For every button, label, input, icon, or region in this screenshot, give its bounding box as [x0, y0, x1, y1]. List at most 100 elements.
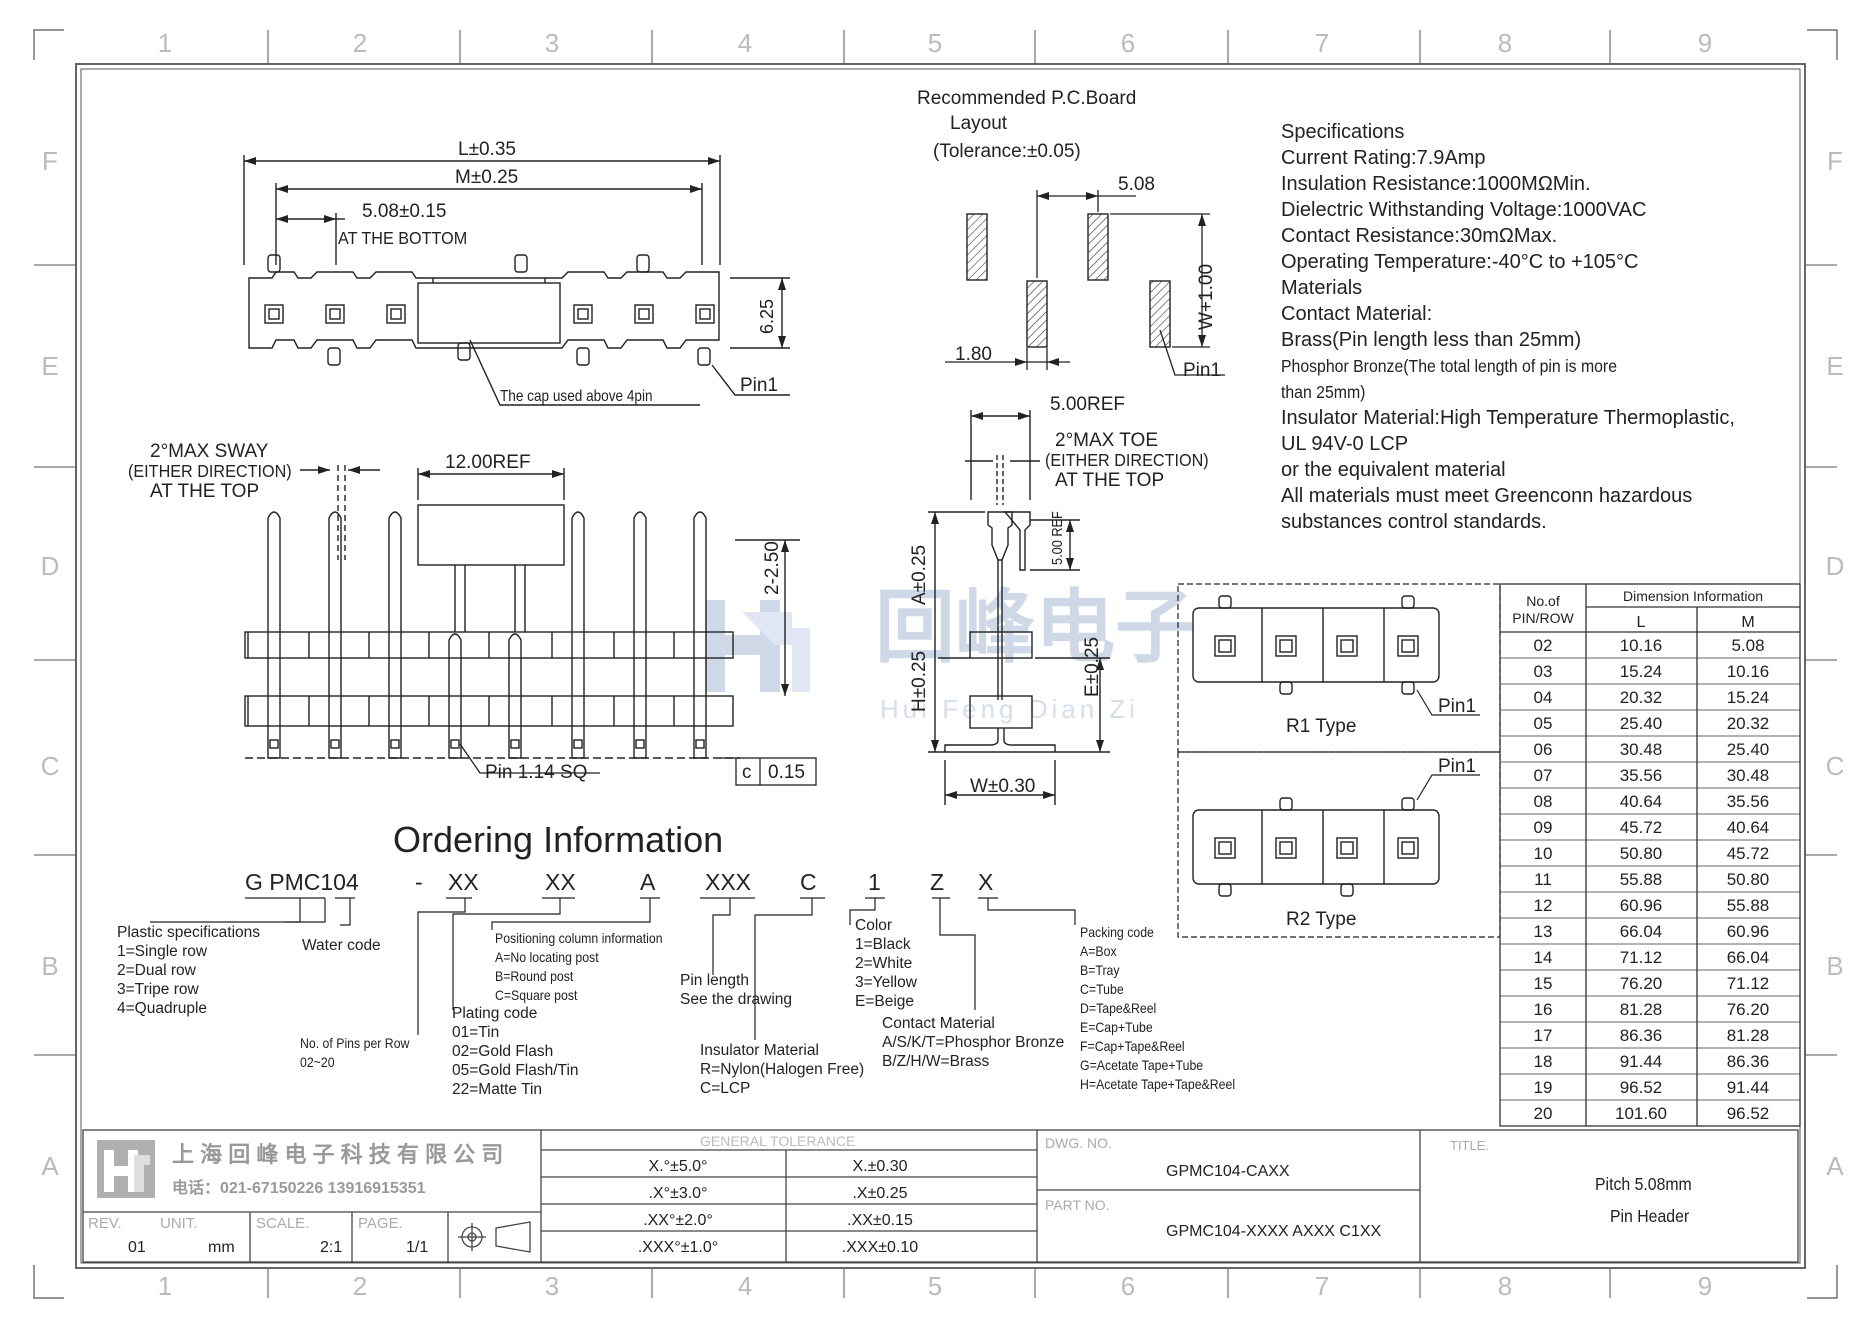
pcb-dim-row: W+1.00	[1196, 264, 1217, 330]
plating-code: Plating code	[452, 1005, 537, 1022]
company-phone: 电话：021-67150226 13916915351	[172, 1178, 426, 1197]
type-pin	[1336, 635, 1358, 657]
sway-1: 2°MAX SWAY	[150, 441, 269, 462]
spec-line: Dielectric Withstanding Voltage:1000VAC	[1281, 199, 1646, 221]
grid-col-bottom: 9	[1698, 1271, 1712, 1301]
grid-col-bottom: 5	[928, 1271, 942, 1301]
plating-code: 01=Tin	[452, 1024, 499, 1041]
color-code: 2=White	[855, 955, 912, 972]
grid-col-top: 9	[1698, 28, 1712, 58]
contact-material: B/Z/H/W=Brass	[882, 1053, 989, 1070]
side-pin	[508, 633, 522, 759]
insulator-material: C=LCP	[700, 1080, 750, 1097]
packing-code: C=Tube	[1080, 981, 1124, 997]
grid-col-bottom: 8	[1498, 1271, 1512, 1301]
ordering-title: Ordering Information	[393, 819, 723, 860]
tolerance-rows: X.°±5.0°X.±0.30.X°±3.0°.X±0.25.XX°±2.0°.…	[638, 1158, 918, 1256]
side-pin	[388, 511, 402, 759]
table-cell-L: 15.24	[1620, 662, 1663, 681]
pin1-label-front: Pin1	[740, 375, 778, 396]
pin-square	[390, 739, 400, 749]
grid-col-top: 2	[353, 28, 367, 58]
end-dim-w: W±0.30	[970, 776, 1035, 797]
grid-col-bottom: 6	[1121, 1271, 1135, 1301]
order-code-part: XXX	[705, 869, 751, 895]
plating-code: 05=Gold Flash/Tin	[452, 1062, 579, 1079]
table-cell-pins: 19	[1534, 1078, 1553, 1097]
pin-square	[635, 739, 645, 749]
end-dim-h: H±0.25	[909, 651, 930, 712]
side-view-pins	[247, 511, 707, 759]
table-cell-L: 71.12	[1620, 948, 1663, 967]
scale-value: 2:1	[320, 1239, 342, 1256]
table-header-no: No.of	[1526, 593, 1560, 609]
contact-material: A/S/K/T=Phosphor Bronze	[882, 1034, 1064, 1051]
order-code-part: 1	[868, 869, 881, 895]
table-cell-M: 96.52	[1727, 1104, 1770, 1123]
pins-per-row: 02~20	[300, 1054, 335, 1070]
scale-label: SCALE.	[256, 1215, 309, 1232]
coplanarity-value: 0.15	[768, 762, 805, 783]
front-view-arrows	[244, 157, 786, 348]
grid-row-left: A	[41, 1151, 59, 1181]
table-cell-M: 25.40	[1727, 740, 1770, 759]
table-cell-pins: 07	[1534, 766, 1553, 785]
sway-2: (EITHER DIRECTION)	[128, 461, 292, 481]
table-cell-M: 66.04	[1727, 948, 1770, 967]
title-line-2: Pin Header	[1610, 1206, 1690, 1226]
rev-label: REV.	[88, 1215, 122, 1232]
plastic-spec: 1=Single row	[117, 943, 208, 960]
plastic-spec: Plastic specifications	[117, 924, 260, 941]
table-cell-pins: 18	[1534, 1052, 1553, 1071]
unit-label: UNIT.	[160, 1215, 198, 1232]
side-pin	[328, 511, 342, 759]
side-view-arrows	[318, 466, 789, 696]
side-pin	[633, 511, 647, 759]
table-cell-L: 76.20	[1620, 974, 1663, 993]
grid-row-right: C	[1826, 751, 1845, 781]
table-cell-L: 40.64	[1620, 792, 1663, 811]
table-cell-pins: 14	[1534, 948, 1553, 967]
pcb-title-1: Recommended P.C.Board	[917, 88, 1136, 109]
r1-label: R1 Type	[1286, 716, 1356, 737]
pcb-arrows	[1015, 192, 1206, 366]
end-dim-a: A±0.25	[909, 545, 930, 605]
order-leaders	[150, 897, 1076, 1040]
order-code-part: C	[800, 869, 817, 895]
tol-linear: .X±0.25	[852, 1185, 907, 1202]
table-cell-M: 30.48	[1727, 766, 1770, 785]
spec-line: Phosphor Bronze(The total length of pin …	[1281, 356, 1617, 376]
table-cell-pins: 09	[1534, 818, 1553, 837]
table-cell-L: 66.04	[1620, 922, 1663, 941]
packing-code: G=Acetate Tape+Tube	[1080, 1057, 1203, 1073]
positioning-info: A=No locating post	[495, 949, 599, 965]
side-pin	[571, 511, 585, 759]
table-cell-L: 30.48	[1620, 740, 1663, 759]
grid-ticks	[34, 30, 1837, 1298]
type-pin	[1275, 837, 1297, 859]
grid-col-top: 4	[738, 28, 752, 58]
table-cell-pins: 12	[1534, 896, 1553, 915]
grid-row-left: C	[41, 751, 60, 781]
tol-header: GENERAL TOLERANCE	[700, 1133, 855, 1149]
tol-angle: X.°±5.0°	[649, 1158, 708, 1175]
order-code-part: -	[415, 869, 423, 895]
company-name: 上 海 回 峰 电 子 科 技 有 限 公 司	[172, 1142, 503, 1167]
table-cell-L: 91.44	[1620, 1052, 1663, 1071]
table-cell-L: 20.32	[1620, 688, 1663, 707]
tol-angle: .XXX°±1.0°	[638, 1239, 718, 1256]
title-block	[82, 1129, 1799, 1263]
packing-code: E=Cap+Tube	[1080, 1019, 1153, 1035]
pin-sq: Pin 1.14 SQ	[485, 762, 587, 783]
spec-line: Contact Resistance:30mΩMax.	[1281, 225, 1557, 247]
spec-line: All materials must meet Greenconn hazard…	[1281, 485, 1692, 507]
dim-cap: 12.00REF	[445, 452, 531, 473]
dim-M: M±0.25	[455, 167, 518, 188]
table-cell-pins: 11	[1534, 870, 1552, 889]
table-cell-M: 35.56	[1727, 792, 1770, 811]
r2-label: R2 Type	[1286, 909, 1356, 930]
packing-code: B=Tray	[1080, 962, 1120, 978]
end-dim-ref: 5.00REF	[1050, 394, 1125, 415]
title-label: TITLE.	[1450, 1138, 1489, 1153]
pin-sq-leader	[459, 743, 600, 774]
